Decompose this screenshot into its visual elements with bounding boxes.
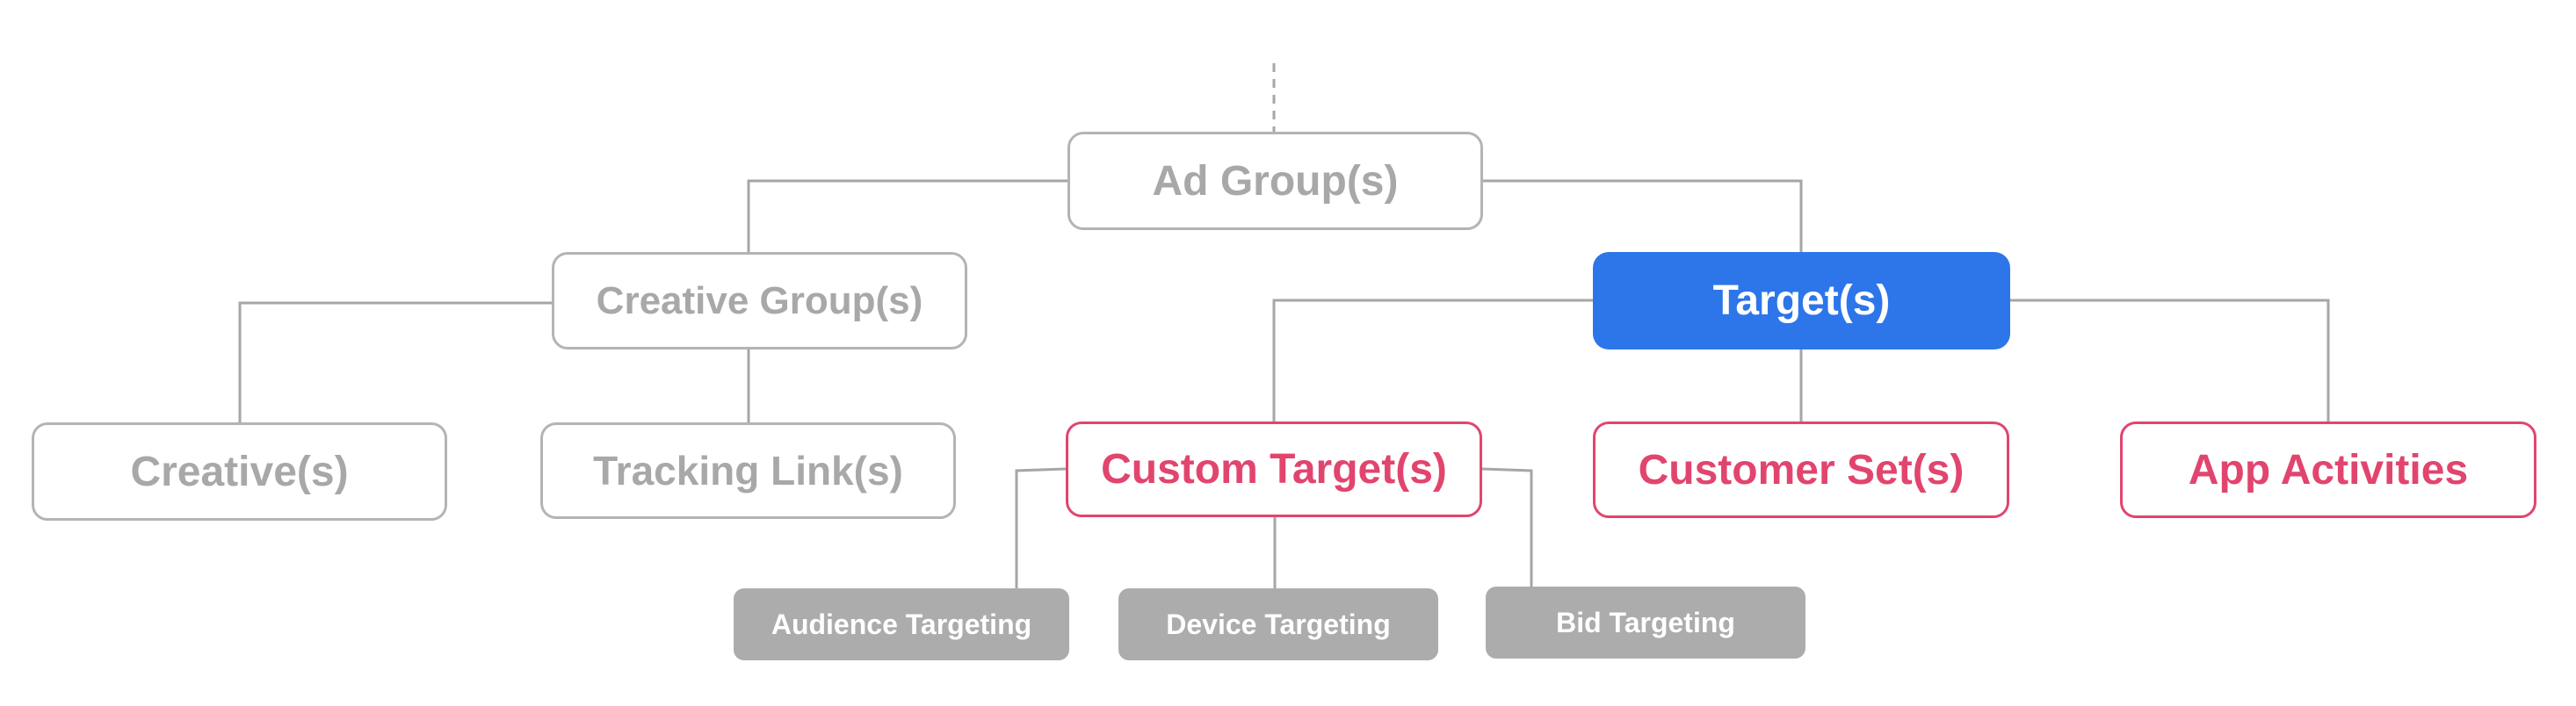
device-targeting-node: Device Targeting bbox=[1118, 588, 1438, 660]
ad-group-node: Ad Group(s) bbox=[1067, 132, 1483, 230]
connector-target-appactivities bbox=[2010, 299, 2330, 421]
custom-target-node: Custom Target(s) bbox=[1066, 421, 1482, 517]
connector-adgroup-creativegroup bbox=[747, 179, 1067, 252]
connector-target-customtarget bbox=[1272, 299, 1593, 421]
connector-adgroup-target bbox=[1483, 179, 1803, 252]
connector-customtarget-bid bbox=[1481, 467, 1533, 587]
app-activities-node: App Activities bbox=[2120, 421, 2536, 518]
connector-creativegroup-creative bbox=[238, 301, 552, 422]
audience-targeting-node: Audience Targeting bbox=[734, 588, 1069, 660]
connector-customtarget-audience bbox=[1015, 467, 1067, 588]
bid-targeting-node: Bid Targeting bbox=[1486, 587, 1805, 659]
tracking-link-node: Tracking Link(s) bbox=[540, 422, 956, 519]
creative-group-node: Creative Group(s) bbox=[552, 252, 967, 349]
creative-node: Creative(s) bbox=[32, 422, 447, 521]
target-node: Target(s) bbox=[1593, 252, 2010, 349]
customer-set-node: Customer Set(s) bbox=[1593, 421, 2009, 518]
